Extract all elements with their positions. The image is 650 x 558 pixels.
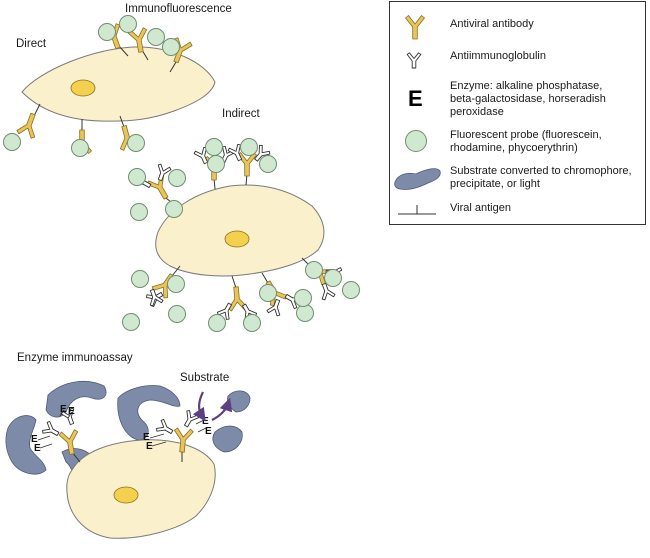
antiviral-antibody-icon — [405, 15, 425, 40]
legend-item: Substrate converted to chromophore, prec… — [390, 162, 645, 194]
enzyme-e: E — [68, 406, 75, 417]
viral-antigen-icon — [398, 205, 436, 215]
svg-text:E: E — [408, 86, 423, 111]
substrate-conversion-arrows — [192, 391, 233, 422]
eia-enzymes: E E E E E E E E — [31, 404, 212, 454]
legend-item: Antiimmunoglobulin — [390, 44, 645, 69]
enzyme-e: E — [205, 426, 212, 437]
label-enzyme-immunoassay: Enzyme immunoassay — [17, 352, 133, 364]
enzyme-e: E — [143, 432, 150, 443]
enzyme-e: E — [31, 434, 38, 445]
antiimmunoglobulin-icon — [406, 52, 422, 69]
substrate-icon — [394, 168, 441, 190]
arrow-2 — [211, 397, 233, 421]
label-indirect: Indirect — [222, 108, 260, 120]
legend-item: Fluorescent probe (fluorescein, rhodamin… — [390, 126, 645, 158]
enzyme-icon: E — [408, 86, 423, 111]
enzyme-e: E — [34, 443, 41, 454]
legend-item: E Enzyme: alkaline phosphatase, beta-gal… — [390, 77, 645, 123]
enzyme-e: E — [202, 416, 209, 427]
fluorescent-probe-icon — [405, 130, 427, 152]
eia-cell — [66, 439, 216, 539]
direct-cell-nucleus — [70, 79, 96, 97]
label-substrate: Substrate — [180, 372, 230, 384]
indirect-cell-nucleus — [224, 230, 250, 248]
indirect-cell — [155, 184, 325, 277]
enzyme-e: E — [60, 404, 67, 415]
enzyme-e: E — [146, 441, 153, 452]
legend-item: Viral antigen — [390, 199, 645, 219]
direct-cell — [21, 46, 216, 122]
arrow-1 — [192, 391, 206, 422]
eia-cell-nucleus — [113, 486, 139, 504]
legend-item: Antiviral antibody — [390, 12, 645, 40]
eia-enzyme-links — [37, 409, 207, 449]
title-immunofluorescence: Immunofluorescence — [125, 3, 232, 15]
label-direct: Direct — [16, 38, 47, 50]
legend: Antiviral antibody Antiimmunoglobulin E … — [389, 1, 646, 225]
direct-antigens — [33, 45, 177, 131]
